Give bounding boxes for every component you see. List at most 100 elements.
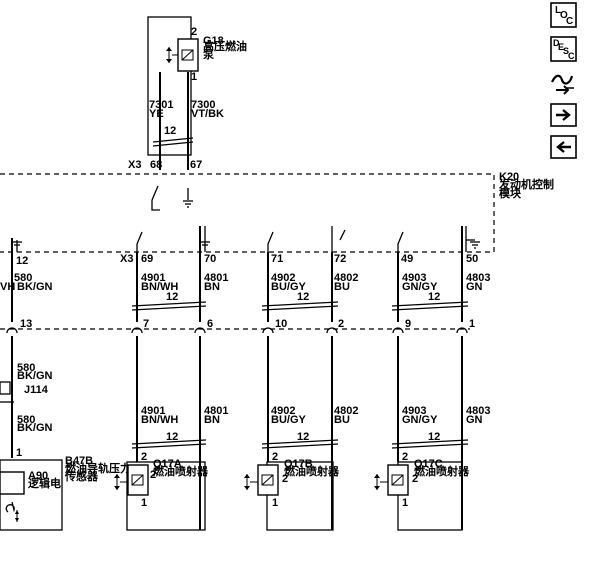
desc-icon[interactable]: [550, 36, 577, 62]
twist-upper-a-label: 12: [166, 291, 178, 303]
q17b-pin-bottom: 1: [272, 497, 278, 509]
injector-q17c: 2 2 1 Q17C 燃油喷射器: [374, 451, 470, 531]
k20-internal-circuits: [12, 226, 480, 252]
loc-button[interactable]: L O C: [550, 2, 577, 28]
j114-ref: J114: [24, 384, 49, 396]
upper-wire-4902-color: BU/GY: [271, 281, 307, 293]
upper-wire-4903-color: GN/GY: [402, 281, 438, 293]
q17a-pin-top: 2: [141, 451, 147, 463]
upper-wire-4803-num: 4803: [466, 272, 490, 284]
q17c-label: 燃油喷射器: [413, 464, 470, 478]
q17c-pin-mid: 2: [412, 473, 418, 485]
g18-name-line2: 泵: [203, 48, 214, 61]
loc-icon[interactable]: [550, 2, 577, 28]
lower-wire-4803-color: GN: [466, 414, 483, 426]
upper-wire-580-leftcolor: VH: [0, 281, 15, 293]
q17c-pin-bottom: 1: [402, 497, 408, 509]
desc-button[interactable]: D E S C: [550, 36, 577, 62]
b47b-sensor: 1 B47B 燃油导轨压力 传感器 A90 逻辑电: [0, 447, 131, 531]
q17a-label: 燃油喷射器: [152, 464, 209, 478]
inline-pin-7: 7: [143, 318, 149, 330]
lower-wire-4802-color: BU: [334, 414, 350, 426]
lower-wire-4902-num: 4902: [271, 405, 295, 417]
q17b-pin-top: 2: [272, 451, 278, 463]
lower-wire-580b-num: 580: [17, 414, 35, 426]
upper-wire-580-num: 580: [14, 272, 32, 284]
wire-7300-num: 7300: [191, 99, 215, 111]
twist-upper-a: [131, 301, 207, 311]
k20-name-line2: 模块: [499, 186, 522, 200]
k20-pin-50: 50: [466, 253, 478, 265]
svg-text:C: C: [568, 51, 575, 61]
lower-wire-4903-num: 4903: [402, 405, 426, 417]
lower-wire-4803-num: 4803: [466, 405, 490, 417]
back-button[interactable]: [550, 135, 577, 159]
g18-conn-ref: X3: [128, 159, 141, 171]
wire-7300-color: VT/BK: [191, 108, 224, 120]
a90-block: [0, 471, 25, 495]
upper-wire-4901-num: 4901: [141, 272, 165, 284]
q17b-coil-icon: [261, 474, 274, 486]
upper-wire-4803-color: GN: [466, 281, 483, 293]
inline-pin-10: 10: [275, 318, 287, 330]
g18-ref: G18: [203, 35, 224, 47]
upper-wire-580-color: BK/GN: [17, 281, 53, 293]
arrow-left-icon[interactable]: [556, 141, 571, 153]
q17b-pin-mid: 2: [282, 473, 288, 485]
k20-pin-12: 12: [16, 255, 28, 267]
k20-pin-72: 72: [334, 253, 346, 265]
g18-pin-top: 2: [191, 26, 197, 38]
lower-wire-4901-num: 4901: [141, 405, 165, 417]
inline-pin-9: 9: [405, 318, 411, 330]
k20-ref: K20: [499, 171, 519, 183]
twist-upper-b: [261, 301, 339, 311]
g18-twist-label: 12: [164, 125, 176, 137]
q17c-coil-icon: [391, 474, 404, 486]
j114-splice: [0, 381, 11, 395]
k20-switch-g18: [151, 185, 160, 211]
k20-pin-71: 71: [271, 253, 283, 265]
inline-pin-6: 6: [207, 318, 213, 330]
lower-wire-4901-color: BN/WH: [141, 414, 178, 426]
lower-wire-4903-color: GN/GY: [402, 414, 438, 426]
g18-arrow-up: [166, 47, 172, 51]
harness-button[interactable]: [551, 74, 574, 95]
harness-icon[interactable]: [551, 74, 574, 85]
next-button[interactable]: [550, 103, 577, 127]
wire-7301-color: YE: [149, 108, 164, 120]
lower-wire-4801-color: BN: [204, 414, 220, 426]
q17b-label: 燃油喷射器: [283, 464, 340, 478]
inline-pin-13: 13: [20, 318, 32, 330]
svg-text:O: O: [560, 10, 568, 21]
g18-conn-right-pin: 67: [190, 159, 202, 171]
q17b-ref: Q17B: [284, 458, 313, 470]
g18-pin-bottom: 1: [191, 71, 197, 83]
toolbar: L O C D E S C: [550, 2, 577, 159]
inline-connector-pins: [6, 327, 468, 334]
g18-name-line1: 高压燃油: [203, 39, 247, 53]
twist-upper-c: [391, 301, 469, 311]
twist-lower-a-label: 12: [166, 431, 178, 443]
upper-wire-4801-num: 4801: [204, 272, 228, 284]
twist-upper-c-label: 12: [428, 291, 440, 303]
k20-pin-69: 69: [141, 253, 153, 265]
a90-ref: A90: [28, 470, 48, 482]
q17a-pin-bottom: 1: [141, 497, 147, 509]
lower-wire-580a-num: 580: [17, 362, 35, 374]
twist-lower-c: [391, 439, 469, 449]
upper-wire-runs: [11, 226, 463, 322]
upper-wire-4903-num: 4903: [402, 272, 426, 284]
b47b-label2: 传感器: [64, 469, 99, 483]
q17a-coil-icon: [131, 474, 144, 486]
a90-label: 逻辑电: [28, 476, 61, 490]
injector-q17a: 2 2 1 Q17A 燃油喷射器: [114, 451, 209, 531]
svg-text:D: D: [553, 38, 560, 48]
arrow-right-icon[interactable]: [556, 109, 571, 121]
upper-wire-4902-num: 4902: [271, 272, 295, 284]
b47b-sensor-icon: [5, 501, 15, 513]
svg-text:L: L: [555, 5, 561, 16]
lower-wire-580a-color: BK/GN: [17, 370, 53, 382]
b47b-pin: 1: [16, 447, 22, 459]
inline-pin-2: 2: [338, 318, 344, 330]
